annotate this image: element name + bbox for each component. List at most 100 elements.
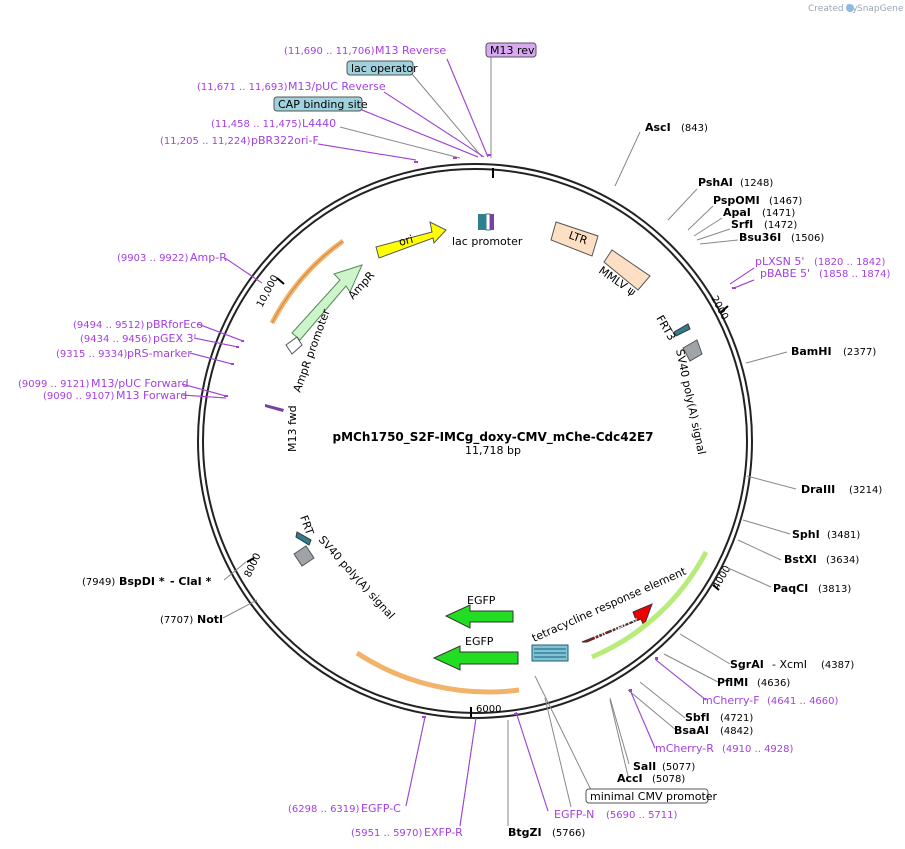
enzyme-pos: (5078) [652, 774, 685, 785]
ampr-feature[interactable] [291, 264, 363, 341]
enzyme-name: ApaI [723, 206, 751, 219]
lac-operator-label: lac operator [351, 62, 418, 75]
enzyme-name: SbfI [685, 711, 710, 724]
enzyme-pos: (843) [681, 123, 708, 134]
enzyme-name: BstXI [784, 553, 817, 566]
enzyme-extra: - ClaI * [170, 575, 212, 588]
cap-binding-site-label: CAP binding site [278, 98, 368, 111]
enzyme-pos: (3813) [818, 584, 851, 595]
primer-name: pLXSN 5' [755, 255, 804, 268]
enzyme-name: NotI [197, 613, 223, 626]
primer-pos: (4641 .. 4660) [767, 696, 839, 707]
enzyme-name: BspDI * [119, 575, 165, 588]
primer-name: pBR322ori-F [251, 134, 319, 147]
enzyme-name: PspOMI [713, 194, 760, 207]
ampr-promoter-feature[interactable] [285, 336, 303, 355]
primer-name: pBRforEco [146, 318, 203, 331]
frt3-label: FRT3 [653, 313, 678, 343]
cap-binding-site-box[interactable]: CAP binding site [273, 96, 368, 112]
enzyme-name: DraIII [801, 483, 835, 496]
enzyme-name: BsaAI [674, 724, 709, 737]
primer-pos: (5690 .. 5711) [606, 810, 678, 821]
enzyme-pos: (4636) [757, 678, 790, 689]
primer-name: M13 Reverse [375, 44, 446, 57]
orf-arc-left-top-edge [271, 240, 344, 324]
primer-pos: (11,458 .. 11,475) [211, 119, 302, 130]
primer-labels: (11,690 .. 11,706) M13 Reverse (11,671 .… [18, 44, 891, 839]
m13-rev-label: M13 rev [490, 44, 535, 57]
primer-pos: (9903 .. 9922) [117, 253, 189, 264]
snapgene-credit: Created by SnapGene [808, 4, 904, 14]
primer-pos: (5951 .. 5970) [351, 828, 423, 839]
primer-pos: (9099 .. 9121) [18, 379, 90, 390]
enzyme-pos: (4842) [720, 726, 753, 737]
primer-name: Amp-R [190, 251, 227, 264]
credit-prefix: Created by [808, 4, 858, 14]
credit-brand: SnapGene [857, 4, 904, 14]
enzyme-name: PflMI [717, 676, 748, 689]
m13-fwd-label: M13 fwd [286, 405, 299, 452]
frt-feature[interactable] [295, 531, 312, 546]
orf-arc-right [591, 550, 709, 660]
sv40-polya-right-label: SV40 poly(A) signal [673, 348, 708, 456]
ori-feature[interactable] [375, 221, 447, 259]
enzyme-pos: (7949) [82, 577, 115, 588]
sv40-polya-left-feature[interactable] [293, 545, 315, 567]
primer-name: L4440 [302, 117, 336, 130]
enzyme-name: SalI [633, 760, 656, 773]
enzyme-name: PaqCI [773, 582, 808, 595]
m13-fwd-feature[interactable] [265, 404, 284, 412]
enzyme-name: BamHI [791, 345, 832, 358]
lac-operator-box[interactable]: lac operator [346, 60, 418, 76]
primer-pos: (9315 .. 9334) [56, 349, 128, 360]
lac-promoter-feature[interactable] [478, 213, 494, 231]
enzyme-name: SphI [792, 528, 820, 541]
tick-marks [246, 168, 729, 717]
primer-pos: (11,205 .. 11,224) [160, 136, 251, 147]
enzyme-name: AscI [645, 121, 671, 134]
primer-pos: (9090 .. 9107) [43, 391, 115, 402]
mmlv-psi-feature[interactable] [603, 249, 651, 291]
enzyme-pos: (7707) [160, 615, 193, 626]
mcherry-feature[interactable] [581, 603, 653, 643]
orf-arc-bottom [355, 650, 520, 695]
primer-name: M13/pUC Reverse [288, 80, 386, 93]
enzyme-pos: (5766) [552, 828, 585, 839]
tre-feature[interactable] [531, 644, 569, 662]
ltr-feature[interactable] [550, 221, 599, 257]
frt-label: FRT [297, 514, 316, 537]
primer-name: mCherry-F [702, 694, 760, 707]
tick-6000: 6000 [476, 704, 501, 715]
primer-pos: (9434 .. 9456) [80, 334, 152, 345]
primer-pos: (1858 .. 1874) [819, 269, 891, 280]
primer-name: M13/pUC Forward [91, 377, 189, 390]
enzyme-pos: (1471) [762, 208, 795, 219]
minimal-cmv-promoter-box[interactable]: minimal CMV promoter [585, 788, 718, 804]
egfp-label-1: EGFP [467, 594, 496, 607]
enzyme-pos: (3481) [827, 530, 860, 541]
ori-label: ori [397, 233, 414, 249]
enzyme-pos: (1248) [740, 178, 773, 189]
primer-pos: (9494 .. 9512) [73, 320, 145, 331]
frt3-feature[interactable] [673, 323, 691, 337]
egfp-feature-1[interactable] [444, 604, 514, 629]
enzyme-name: SgrAI [730, 658, 764, 671]
enzyme-name: PshAI [698, 176, 733, 189]
primer-pos: (11,671 .. 11,693) [197, 82, 288, 93]
enzyme-name: BtgZI [508, 826, 542, 839]
ltr-label: LTR [567, 229, 590, 248]
enzyme-pos: (5077) [662, 762, 695, 773]
primer-pos: (1820 .. 1842) [814, 257, 886, 268]
sv40-polya-right-feature[interactable] [682, 339, 703, 362]
plasmid-name: pMCh1750_S2F-IMCg_doxy-CMV_mChe-Cdc42E7 [332, 430, 653, 445]
plasmid-backbone [197, 163, 753, 719]
primer-name: pBABE 5' [760, 267, 810, 280]
enzyme-pos: (2377) [843, 347, 876, 358]
primer-name: EGFP-N [554, 808, 594, 821]
primer-pos: (11,690 .. 11,706) [284, 46, 375, 57]
enzyme-pos: (1506) [791, 233, 824, 244]
egfp-feature-2[interactable] [432, 645, 519, 671]
lac-promoter-label: lac promoter [452, 235, 523, 248]
plasmid-length: 11,718 bp [465, 444, 521, 457]
m13-rev-box[interactable]: M13 rev [485, 42, 537, 58]
